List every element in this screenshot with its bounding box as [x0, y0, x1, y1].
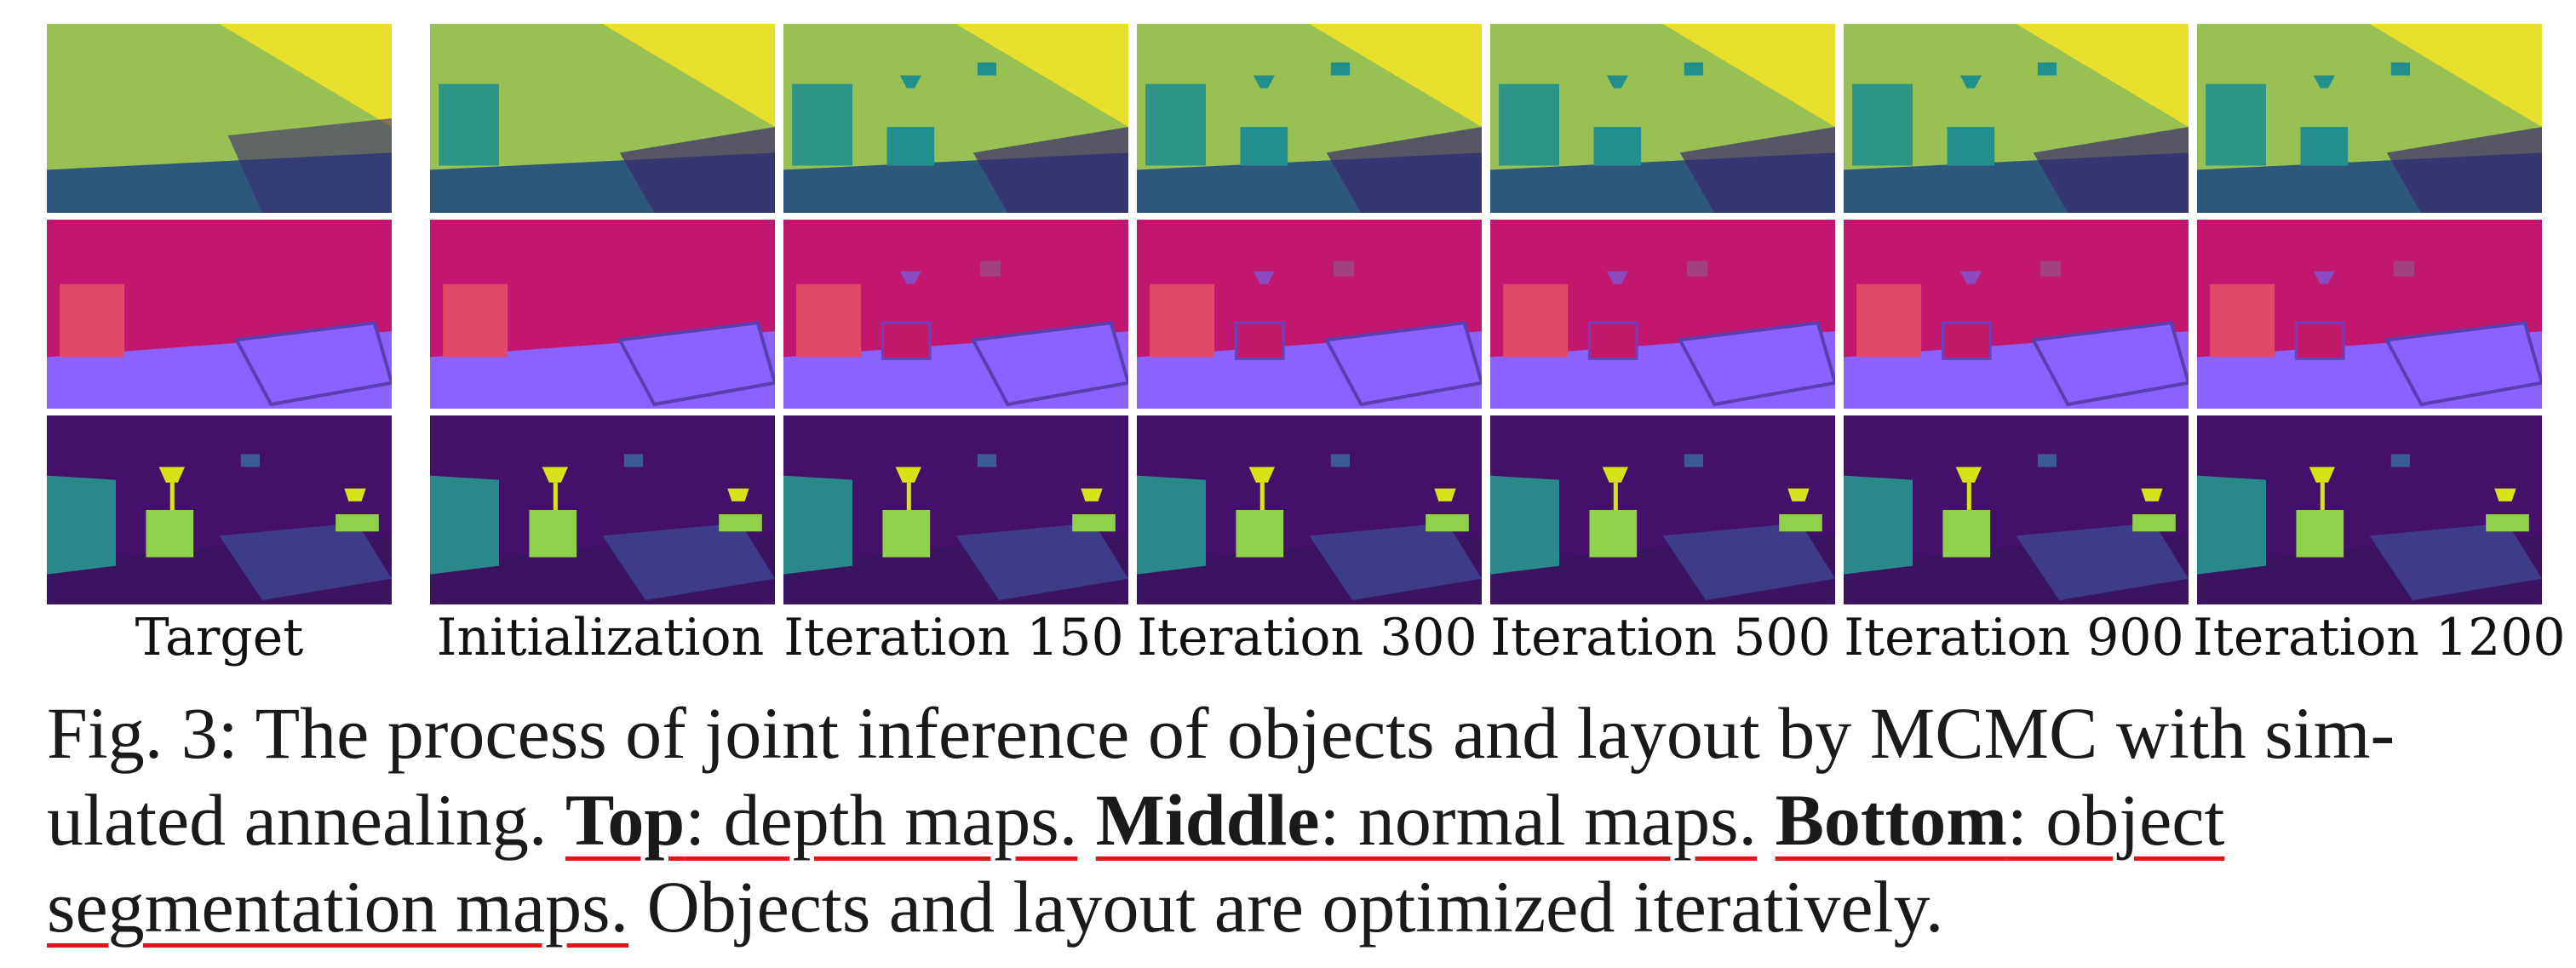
caption-bottom-bold: Bottom	[1775, 779, 2007, 861]
caption-top-phrase: Top: depth maps.	[565, 779, 1077, 861]
column-label-iteration-500: Iteration 500	[1490, 608, 1831, 667]
normal-map-target	[47, 220, 392, 409]
caption-suffix: Objects and layout are optimized iterati…	[628, 866, 1944, 948]
segmentation-map-iteration-150	[783, 415, 1128, 604]
column-label-iteration-300: Iteration 300	[1137, 608, 1477, 667]
normal-map-initialization	[430, 220, 775, 409]
column-label-iteration-900: Iteration 900	[1844, 608, 2184, 667]
depth-map-iteration-500	[1490, 24, 1835, 213]
normal-map-iteration-300	[1137, 220, 1482, 409]
depth-map-iteration-1200	[2197, 24, 2542, 213]
normal-map-iteration-900	[1844, 220, 2189, 409]
segmentation-map-iteration-1200	[2197, 415, 2542, 604]
column-label-iteration-150: Iteration 150	[783, 608, 1124, 667]
caption-middle-text: : normal maps.	[1319, 779, 1758, 861]
depth-map-target	[47, 24, 392, 213]
caption-top-bold: Top	[565, 779, 686, 861]
caption-bottom-text: : object segmentation maps.	[47, 779, 2225, 948]
segmentation-map-target	[47, 415, 392, 604]
column-label-iteration-1200: Iteration 1200	[2193, 608, 2566, 667]
segmentation-map-iteration-900	[1844, 415, 2189, 604]
caption-bottom-phrase: Bottom: object segmentation maps.	[47, 779, 2224, 948]
normal-map-iteration-500	[1490, 220, 1835, 409]
depth-map-iteration-150	[783, 24, 1128, 213]
figure-caption: Fig. 3: The process of joint inference o…	[47, 690, 2550, 950]
normal-map-iteration-1200	[2197, 220, 2542, 409]
column-label-initialization: Initialization	[436, 608, 765, 667]
caption-middle-bold: Middle	[1095, 779, 1320, 861]
segmentation-map-iteration-500	[1490, 415, 1835, 604]
depth-map-iteration-300	[1137, 24, 1482, 213]
depth-map-initialization	[430, 24, 775, 213]
segmentation-map-initialization	[430, 415, 775, 604]
normal-map-iteration-150	[783, 220, 1128, 409]
caption-prefix: Fig. 3: The process of joint inference o…	[47, 692, 2395, 861]
segmentation-map-iteration-300	[1137, 415, 1482, 604]
caption-middle-phrase: Middle: normal maps.	[1096, 779, 1757, 861]
caption-top-text: : depth maps.	[685, 779, 1078, 861]
depth-map-iteration-900	[1844, 24, 2189, 213]
column-label-target: Target	[135, 608, 304, 667]
